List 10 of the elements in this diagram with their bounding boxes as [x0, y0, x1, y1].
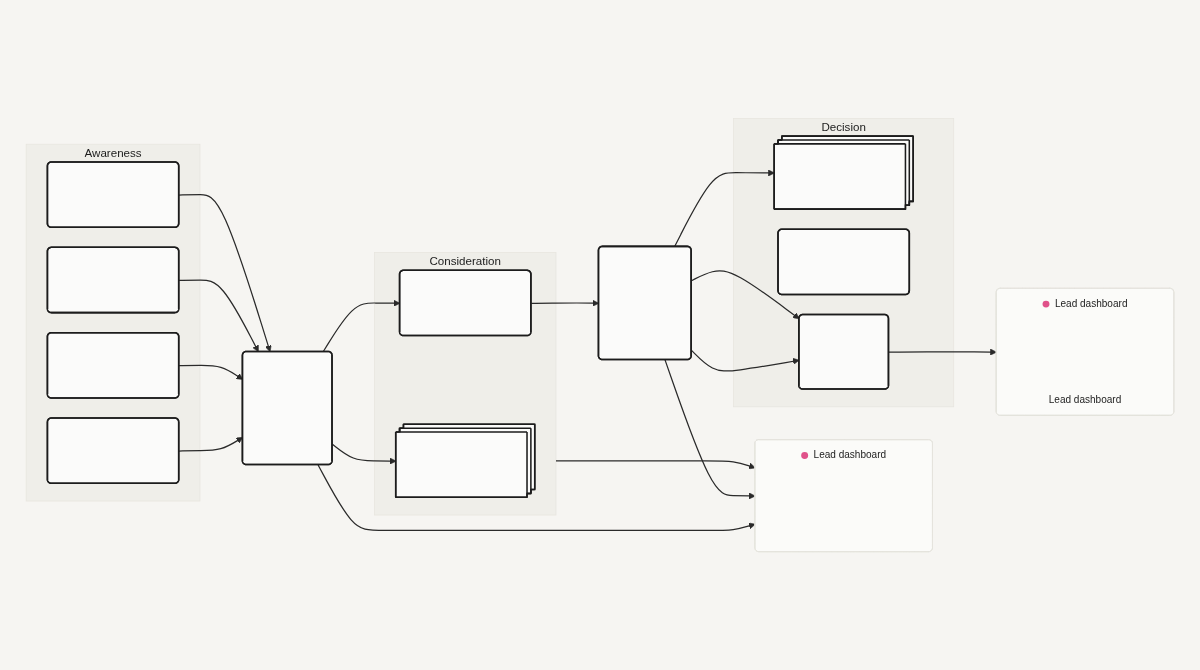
arrow — [664, 359, 756, 500]
arrow — [673, 169, 775, 248]
arrow — [178, 279, 259, 353]
arrow — [178, 194, 272, 353]
arrow — [317, 464, 756, 532]
cluster: Consideration — [374, 252, 557, 516]
arrow — [555, 460, 756, 470]
arrow — [888, 348, 997, 356]
cluster: Awareness — [25, 143, 201, 502]
cluster: Decision — [733, 118, 955, 408]
